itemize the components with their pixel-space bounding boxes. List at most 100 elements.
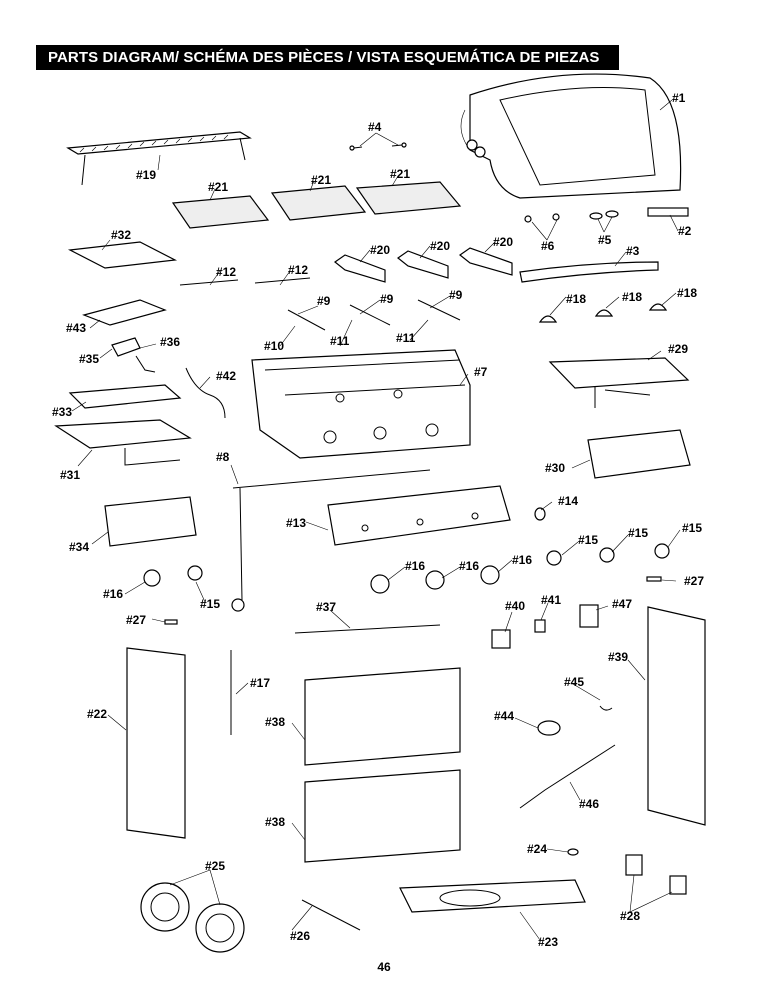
part-side-burner — [111, 337, 141, 357]
callout-44: #44 — [494, 709, 515, 723]
callout-18c: #18 — [677, 286, 698, 300]
callout-6: #6 — [541, 239, 555, 253]
callout-2: #2 — [678, 224, 692, 238]
part-control-panel — [327, 485, 511, 546]
callout-22: #22 — [87, 707, 108, 721]
section-header: PARTS DIAGRAM/ SCHÉMA DES PIÈCES / VISTA… — [36, 45, 619, 70]
part-firebox — [251, 349, 471, 459]
callout-21b: #21 — [311, 173, 332, 187]
part-clip-left — [164, 619, 178, 625]
part-regulator — [231, 598, 245, 612]
part-side-burner-pan — [68, 384, 182, 409]
callout-20b: #20 — [430, 239, 451, 253]
callout-19: #19 — [136, 168, 157, 182]
part-side-shelf-cover — [67, 241, 178, 269]
callout-15a: #15 — [200, 597, 221, 611]
callout-16d: #16 — [512, 553, 533, 567]
part-bottom-shelf — [399, 879, 586, 913]
callout-33: #33 — [52, 405, 73, 419]
part-side-burner-frame — [54, 419, 192, 449]
callout-11a: #11 — [330, 334, 350, 348]
section-title: PARTS DIAGRAM/ SCHÉMA DES PIÈCES / VISTA… — [48, 49, 600, 66]
callout-31: #31 — [60, 468, 81, 482]
callout-20a: #20 — [370, 243, 391, 257]
part-knobs — [143, 543, 670, 594]
callout-27a: #27 — [126, 613, 147, 627]
callout-34: #34 — [69, 540, 90, 554]
callout-21c: #21 — [390, 167, 411, 181]
callout-9c: #9 — [449, 288, 463, 302]
callout-1: #1 — [672, 91, 686, 105]
part-right-panel — [647, 606, 706, 826]
callout-9b: #9 — [380, 292, 394, 306]
part-cooking-grids — [171, 181, 462, 229]
callout-13: #13 — [286, 516, 307, 530]
callout-8: #8 — [216, 450, 230, 464]
part-carryover-tubes — [179, 277, 311, 286]
callout-16a: #16 — [103, 587, 124, 601]
callout-14: #14 — [558, 494, 579, 508]
callout-12a: #12 — [216, 265, 237, 279]
callout-11b: #11 — [396, 331, 416, 345]
callout-20c: #20 — [493, 235, 514, 249]
part-door-lower — [304, 769, 461, 863]
callout-37: #37 — [316, 600, 337, 614]
callout-30: #30 — [545, 461, 566, 475]
part-side-burner-panel — [104, 496, 197, 547]
part-bezels — [538, 303, 668, 323]
callout-42: #42 — [216, 369, 237, 383]
part-lid — [460, 73, 682, 199]
part-side-burner-tube — [135, 355, 156, 373]
part-cross-brace — [294, 624, 441, 634]
part-ignition-wire — [185, 367, 226, 419]
callout-28: #28 — [620, 909, 641, 923]
part-side-burner-grate — [82, 299, 167, 326]
callout-15c: #15 — [628, 526, 649, 540]
part-clip-right — [646, 576, 662, 582]
callout-27b: #27 — [684, 574, 705, 588]
part-screw-small — [567, 848, 579, 856]
part-heat-tents — [333, 247, 513, 283]
callout-38b: #38 — [265, 815, 286, 829]
leader-lines — [71, 99, 681, 941]
part-small-hardware — [524, 207, 689, 223]
part-wheels — [140, 882, 245, 953]
callout-17: #17 — [250, 676, 271, 690]
part-grease-cup — [537, 720, 561, 736]
page-number: 46 — [377, 960, 391, 974]
callout-35: #35 — [79, 352, 100, 366]
callout-15d: #15 — [682, 521, 703, 535]
callout-18b: #18 — [622, 290, 643, 304]
callout-12b: #12 — [288, 263, 309, 277]
part-burners — [287, 299, 461, 331]
part-knob-small — [534, 507, 546, 521]
callout-26: #26 — [290, 929, 311, 943]
part-tank-retainer — [519, 744, 616, 809]
part-igniter — [491, 629, 511, 649]
callout-9a: #9 — [317, 294, 331, 308]
callout-45: #45 — [564, 675, 585, 689]
part-screws — [349, 142, 407, 151]
part-left-panel — [126, 647, 186, 839]
callout-21a: #21 — [208, 180, 229, 194]
callout-25: #25 — [205, 859, 226, 873]
callout-36: #36 — [160, 335, 181, 349]
part-bottom-shelf-hole — [439, 889, 501, 907]
callout-24: #24 — [527, 842, 548, 856]
part-axle — [301, 899, 361, 931]
part-caster — [625, 854, 643, 876]
part-hook — [579, 604, 599, 628]
callout-4: #4 — [368, 120, 382, 134]
callout-7: #7 — [474, 365, 488, 379]
callout-5: #5 — [598, 233, 612, 247]
callout-18a: #18 — [566, 292, 587, 306]
callout-41: #41 — [541, 593, 562, 607]
part-side-burner-frame-leg — [124, 448, 181, 466]
part-gas-line — [232, 469, 431, 601]
callout-40: #40 — [505, 599, 526, 613]
callout-16c: #16 — [459, 559, 480, 573]
callout-43: #43 — [66, 321, 87, 335]
part-side-shelf-bracket — [594, 386, 651, 408]
callout-29: #29 — [668, 342, 689, 356]
